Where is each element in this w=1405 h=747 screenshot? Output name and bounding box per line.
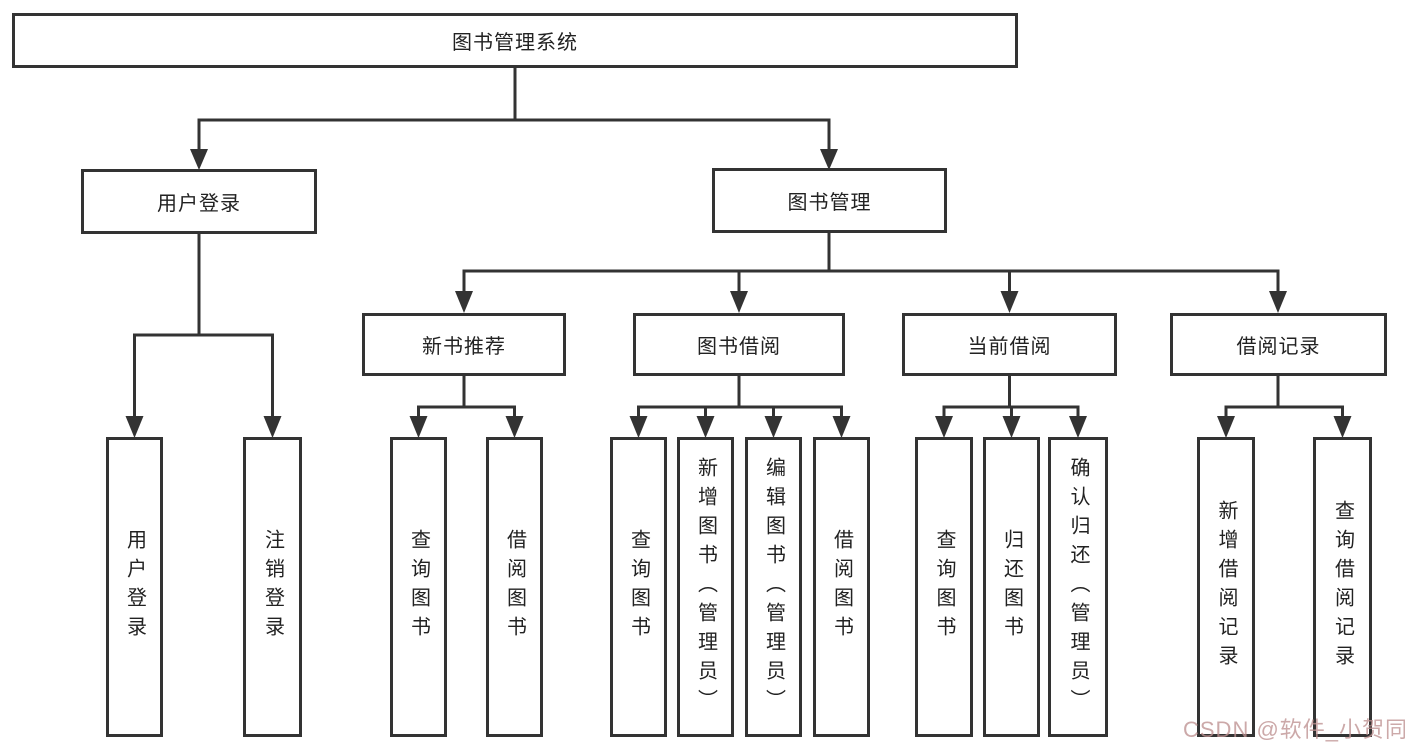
leaf-borrowing-edit-books-admin: 编辑图书（管理员）	[745, 437, 802, 737]
leaf-borrowing-add-books-admin-label: 新增图书（管理员）	[694, 456, 717, 718]
node-current-borrowing: 当前借阅	[902, 313, 1117, 376]
node-root-label: 图书管理系统	[452, 32, 578, 54]
leaf-current-confirm-return-admin-label: 确认归还（管理员）	[1067, 456, 1089, 718]
leaf-borrowing-add-books-admin: 新增图书（管理员）	[677, 437, 734, 737]
node-book-management-label: 图书管理	[787, 192, 872, 214]
leaf-newbook-borrow-books-label: 借阅图书	[503, 529, 526, 645]
leaf-current-return-books: 归还图书	[983, 437, 1040, 737]
node-new-book-recommend-label: 新书推荐	[422, 336, 506, 358]
leaf-current-return-books-label: 归还图书	[1000, 529, 1023, 645]
node-book-borrowing: 图书借阅	[633, 313, 845, 376]
leaf-records-add-record: 新增借阅记录	[1197, 437, 1255, 737]
node-book-borrowing-label: 图书借阅	[697, 336, 781, 358]
leaf-current-confirm-return-admin: 确认归还（管理员）	[1048, 437, 1108, 737]
node-user-login: 用户登录	[81, 169, 317, 234]
leaf-current-query-books-label: 查询图书	[933, 529, 955, 645]
leaf-user-login-label: 用户登录	[123, 529, 146, 645]
leaf-borrowing-borrow-books: 借阅图书	[813, 437, 870, 737]
node-root: 图书管理系统	[12, 13, 1018, 68]
node-current-borrowing-label: 当前借阅	[967, 336, 1052, 358]
leaf-borrowing-borrow-books-label: 借阅图书	[830, 529, 853, 645]
node-new-book-recommend: 新书推荐	[362, 313, 566, 376]
leaf-logout-label: 注销登录	[261, 529, 284, 645]
leaf-newbook-borrow-books: 借阅图书	[486, 437, 543, 737]
leaf-records-query-record: 查询借阅记录	[1313, 437, 1372, 737]
leaf-newbook-query-books: 查询图书	[390, 437, 447, 737]
leaf-current-query-books: 查询图书	[915, 437, 973, 737]
node-book-management: 图书管理	[712, 168, 947, 233]
leaf-borrowing-query-books: 查询图书	[610, 437, 667, 737]
leaf-borrowing-query-books-label: 查询图书	[627, 529, 650, 645]
node-borrowing-records-label: 借阅记录	[1236, 336, 1321, 358]
csdn-watermark: CSDN @软件_小贺同学	[1183, 717, 1405, 742]
leaf-records-query-record-label: 查询借阅记录	[1331, 500, 1354, 674]
node-borrowing-records: 借阅记录	[1170, 313, 1387, 376]
leaf-borrowing-edit-books-admin-label: 编辑图书（管理员）	[762, 456, 785, 718]
node-user-login-label: 用户登录	[157, 193, 241, 215]
leaf-records-add-record-label: 新增借阅记录	[1215, 500, 1237, 674]
leaf-logout: 注销登录	[243, 437, 302, 737]
leaf-user-login: 用户登录	[106, 437, 163, 737]
leaf-newbook-query-books-label: 查询图书	[407, 529, 430, 645]
